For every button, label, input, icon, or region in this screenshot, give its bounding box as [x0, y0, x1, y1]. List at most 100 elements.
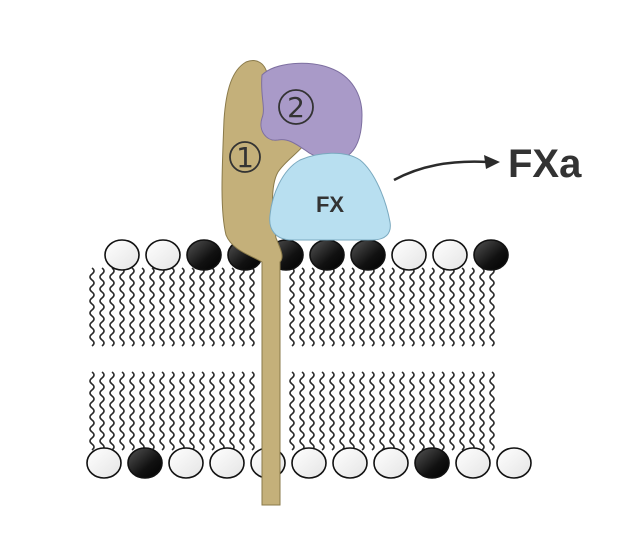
lipid-tail [479, 267, 485, 347]
lipid-head-light [496, 447, 532, 479]
lipid-tail [209, 371, 215, 451]
lipid-head-light [332, 447, 368, 479]
lipid-head-light [168, 447, 204, 479]
factor-viia-label: 2 [287, 91, 305, 124]
lipid-tail [319, 267, 325, 347]
lipid-tail [289, 267, 295, 347]
lipid-head-light [86, 447, 122, 479]
lipid-tail [189, 267, 195, 347]
lipid-tail [329, 267, 335, 347]
tissue-factor-label-ring [229, 141, 261, 173]
lipid-head-light [104, 239, 140, 271]
lipid-tail [149, 371, 155, 451]
lipid-tail [189, 371, 195, 451]
lipid-tail [179, 267, 185, 347]
lipid-tail [119, 267, 125, 347]
lipid-heads-top-leaflet [104, 239, 509, 271]
lipid-tail [159, 267, 165, 347]
lipid-tail [289, 371, 295, 451]
lipid-tail [339, 267, 345, 347]
lipid-tail [129, 371, 135, 451]
lipid-tail [339, 371, 345, 451]
lipid-tail [439, 371, 445, 451]
lipid-tail [329, 371, 335, 451]
lipid-tail [199, 267, 205, 347]
factor-viia: 2 [260, 62, 363, 161]
tissue-factor-label: 1 [236, 141, 254, 174]
lipid-tail [99, 267, 105, 347]
lipid-tail [389, 371, 395, 451]
lipid-head-dark [350, 239, 386, 271]
lipid-heads-bottom-leaflet [86, 447, 532, 479]
lipid-tail [379, 267, 385, 347]
factor-x: FX [269, 152, 391, 241]
lipid-tail [239, 267, 245, 347]
lipid-tail [239, 371, 245, 451]
lipid-tail [429, 371, 435, 451]
lipid-tail [119, 371, 125, 451]
lipid-head-light [373, 447, 409, 479]
lipid-tail [439, 267, 445, 347]
lipid-tail [409, 371, 415, 451]
lipid-tail [99, 371, 105, 451]
lipid-tails-bottom [89, 371, 495, 451]
lipid-tail [179, 371, 185, 451]
lipid-tail [319, 371, 325, 451]
lipid-tail [379, 371, 385, 451]
lipid-tail [469, 267, 475, 347]
lipid-tail [169, 371, 175, 451]
factor-x-shape [269, 152, 391, 241]
lipid-tail [309, 371, 315, 451]
factor-x-label: FX [316, 192, 344, 217]
product-label: FXa [508, 142, 582, 186]
lipid-tail [389, 267, 395, 347]
lipid-head-light [391, 239, 427, 271]
lipid-tail [299, 267, 305, 347]
lipid-tail [369, 371, 375, 451]
lipid-head-light [209, 447, 245, 479]
lipid-tail [139, 371, 145, 451]
lipid-tail [409, 267, 415, 347]
lipid-tail [469, 371, 475, 451]
lipid-tail [359, 267, 365, 347]
lipid-tail [229, 267, 235, 347]
lipid-tail [219, 267, 225, 347]
lipid-head-dark [186, 239, 222, 271]
lipid-tail [309, 267, 315, 347]
lipid-tail [349, 267, 355, 347]
lipid-tail [129, 267, 135, 347]
lipid-head-light [455, 447, 491, 479]
lipid-tail [89, 267, 95, 347]
lipid-tail [489, 267, 495, 347]
lipid-tail [249, 371, 255, 451]
lipid-tail [349, 371, 355, 451]
lipid-tail [359, 371, 365, 451]
lipid-head-light [432, 239, 468, 271]
lipid-tail [399, 267, 405, 347]
lipid-head-light [145, 239, 181, 271]
lipid-tail [229, 371, 235, 451]
lipid-tail [89, 371, 95, 451]
lipid-tail [109, 371, 115, 451]
lipid-tail [419, 267, 425, 347]
lipid-tail [219, 371, 225, 451]
lipid-tail [459, 371, 465, 451]
lipid-tail [369, 267, 375, 347]
lipid-head-dark [473, 239, 509, 271]
lipid-tail [149, 267, 155, 347]
lipid-tail [459, 267, 465, 347]
lipid-tail [419, 371, 425, 451]
factor-viia-label-ring [278, 89, 314, 125]
lipid-tail [449, 267, 455, 347]
lipid-tail [429, 267, 435, 347]
lipid-tail [209, 267, 215, 347]
lipid-tail [109, 267, 115, 347]
lipid-tail [449, 371, 455, 451]
lipid-tail [489, 371, 495, 451]
lipid-tail [479, 371, 485, 451]
lipid-tail [299, 371, 305, 451]
lipid-tail [159, 371, 165, 451]
lipid-tail [139, 267, 145, 347]
lipid-head-dark [309, 239, 345, 271]
